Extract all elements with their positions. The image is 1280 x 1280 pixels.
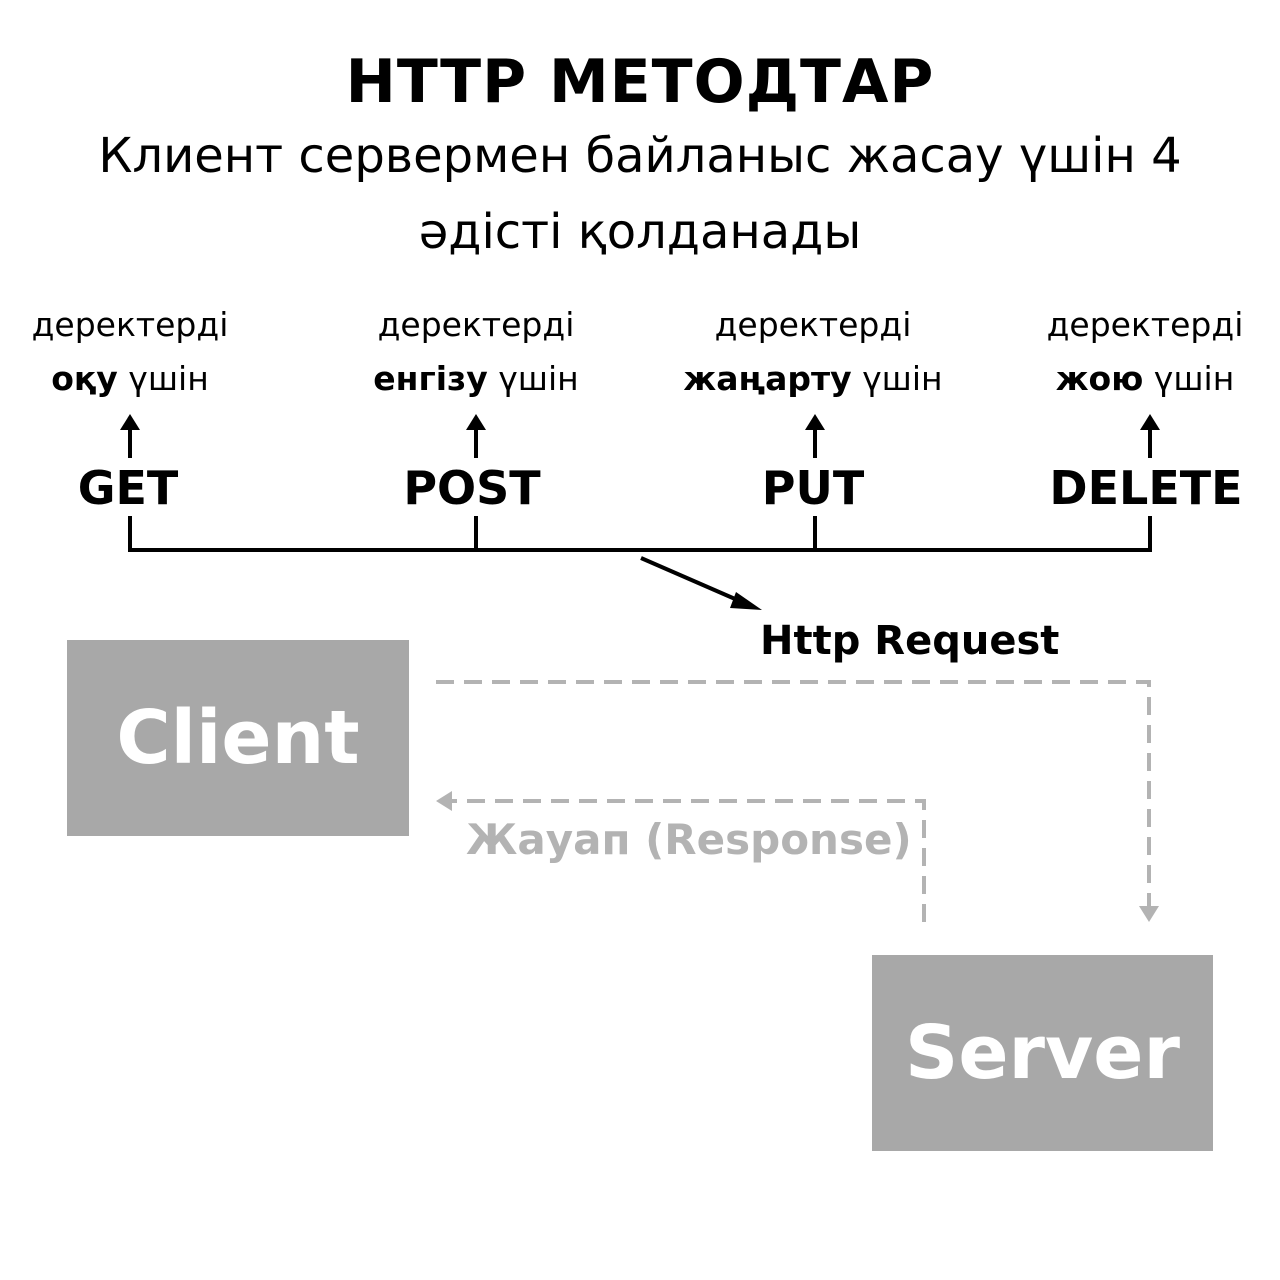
- method-name-get: GET: [77, 461, 179, 515]
- page-title: HTTP МЕТОДТАР: [345, 47, 935, 117]
- server-label: Server: [905, 1010, 1180, 1096]
- method-desc-bold: жою: [1055, 359, 1144, 398]
- method-desc-tail: үшін: [862, 359, 943, 398]
- method-desc-tail: үшін: [498, 359, 579, 398]
- method-name-put: PUT: [761, 461, 865, 515]
- up-arrow-delete: [1140, 414, 1160, 458]
- client-box: Client: [67, 640, 409, 836]
- up-arrow-post: [466, 414, 486, 458]
- client-label: Client: [116, 695, 360, 781]
- up-arrow-get: [120, 414, 140, 458]
- method-name-delete: DELETE: [1049, 461, 1243, 515]
- method-desc-bold: енгізу: [373, 359, 488, 398]
- method-desc-get: деректерді оқу үшін: [0, 298, 290, 406]
- method-desc-put: деректерді жаңарту үшін: [653, 298, 973, 406]
- response-dashed-path: [436, 791, 926, 922]
- method-desc-top: деректерді: [1046, 305, 1244, 344]
- method-name-post: POST: [403, 461, 541, 515]
- up-arrow-put: [805, 414, 825, 458]
- http-request-label: Http Request: [760, 618, 1060, 664]
- method-desc-top: деректерді: [377, 305, 575, 344]
- method-desc-tail: үшін: [1153, 359, 1235, 398]
- method-desc-top: деректерді: [31, 305, 229, 344]
- request-pointer-arrow: [640, 556, 762, 610]
- method-desc-bold: оқу: [51, 359, 118, 398]
- server-box: Server: [872, 955, 1213, 1151]
- method-desc-post: деректерді енгізу үшін: [316, 298, 636, 406]
- method-desc-delete: деректерді жою үшін: [985, 298, 1280, 406]
- method-desc-tail: үшін: [128, 359, 209, 398]
- method-desc-bold: жаңарту: [683, 359, 852, 398]
- request-dashed-path: [436, 680, 1159, 922]
- method-desc-top: деректерді: [714, 305, 912, 344]
- page-subtitle: Клиент сервермен байланыс жасау үшін 4 ә…: [98, 128, 1182, 260]
- response-label: Жауап (Response): [466, 815, 912, 864]
- methods-bracket: [128, 516, 1152, 552]
